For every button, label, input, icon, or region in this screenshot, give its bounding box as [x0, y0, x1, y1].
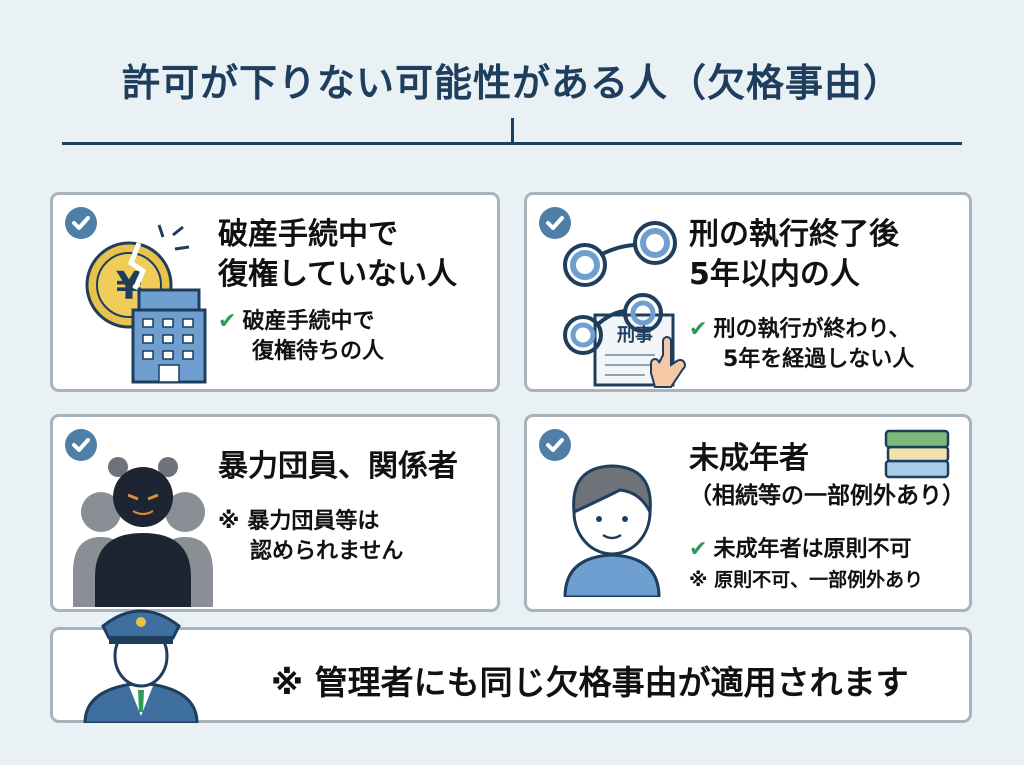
broken-yen-coin-building-icon: ¥: [85, 224, 207, 384]
card-note: ※ 暴力団員等は 認められません: [218, 507, 403, 567]
heading-line: 5年以内の人: [689, 257, 860, 292]
card-heading: 暴力団員、関係者: [218, 447, 458, 487]
note-extra: ※ 原則不可、一部例外あり: [689, 569, 924, 591]
heading-line: 破産手続中で: [218, 217, 398, 252]
note-line: 5年を経過しない人: [723, 347, 915, 372]
card-minor: 未成年者 （相続等の一部例外あり） ✔未成年者は原則不可 ※ 原則不可、一部例外…: [524, 414, 972, 612]
check-badge-icon: [539, 207, 571, 239]
check-badge-icon: [539, 429, 571, 461]
gang-silhouette-icon: [73, 457, 213, 607]
card-bankruptcy: ¥ 破産手続中で 復権していない人 ✔破産手続中で 復権待ちの人: [50, 192, 500, 392]
check-mark-icon: ✔: [689, 317, 708, 342]
heading-line: 暴力団員、関係者: [218, 449, 458, 484]
card-gang-member: 暴力団員、関係者 ※ 暴力団員等は 認められません: [50, 414, 500, 612]
card-note: ✔刑の執行が終わり、 5年を経過しない人: [689, 315, 914, 375]
note-line: 破産手続中で: [242, 309, 375, 334]
note-line: 刑の執行が終わり、: [713, 317, 911, 342]
manager-note-text: ※ 管理者にも同じ欠格事由が適用されます: [271, 663, 909, 702]
heading-line: 復権していない人: [218, 257, 458, 292]
manager-officer-icon: [83, 609, 199, 723]
check-mark-icon: ✔: [689, 537, 708, 562]
card-note: ✔未成年者は原則不可 ※ 原則不可、一部例外あり: [689, 535, 923, 595]
divider-tick: [511, 118, 514, 143]
books-icon: [884, 429, 950, 479]
child-icon: [563, 464, 661, 597]
note-line: 復権待ちの人: [252, 339, 385, 364]
card-heading: 刑の執行終了後 5年以内の人: [689, 215, 899, 295]
note-marker: ※: [218, 509, 240, 534]
check-badge-icon: [65, 429, 97, 461]
card-heading: 破産手続中で 復権していない人: [218, 215, 457, 295]
note-line: 未成年者は原則不可: [713, 537, 912, 562]
card-heading: 未成年者 （相続等の一部例外あり）: [689, 439, 965, 513]
card-criminal-sentence: 刑事 刑の執行終了後 5年以内の人 ✔刑の執行が終わり、 5年を経過しない人: [524, 192, 972, 392]
card-manager-note: ※ 管理者にも同じ欠格事由が適用されます: [50, 609, 972, 723]
heading-line: 刑の執行終了後: [689, 217, 899, 252]
heading-line: 未成年者: [689, 441, 809, 476]
page-title: 許可が下りない可能性がある人（欠格事由）: [121, 61, 902, 105]
divider: [62, 142, 962, 145]
check-mark-icon: ✔: [218, 309, 237, 334]
card-note: ✔破産手続中で 復権待ちの人: [218, 307, 384, 367]
check-badge-icon: [65, 207, 97, 239]
note-line: 認められません: [250, 539, 404, 564]
note-line: 暴力団員等は: [247, 509, 380, 534]
handcuffs-document-icon: 刑事: [563, 221, 686, 388]
heading-subline: （相続等の一部例外あり）: [689, 483, 965, 509]
